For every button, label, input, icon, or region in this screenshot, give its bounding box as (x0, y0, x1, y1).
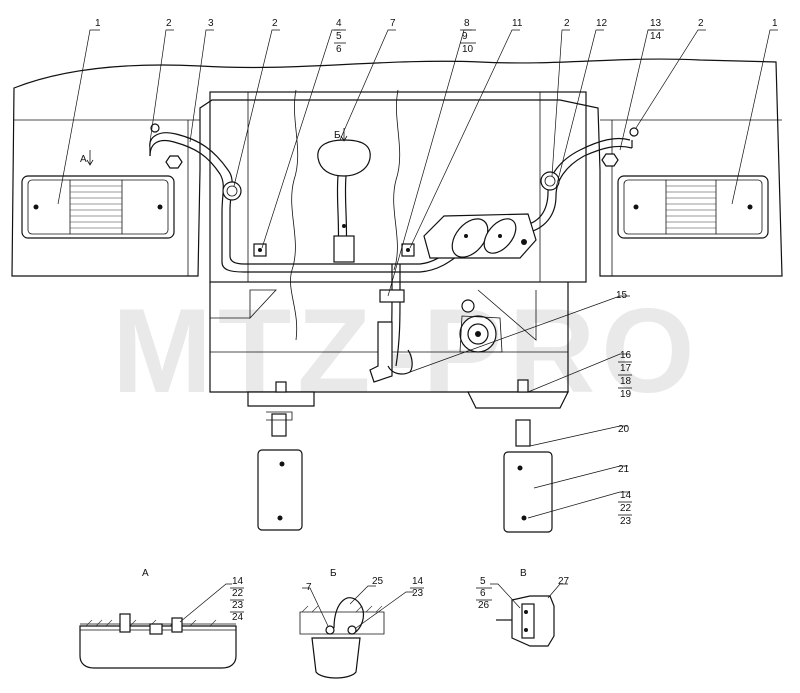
callout-15: 15 (616, 290, 628, 301)
right-nut (601, 153, 619, 167)
callout-numbers: 1 2 3 2 4 5 6 7 8 9 10 11 2 12 13 14 2 1… (95, 18, 778, 527)
detail-b: Б 7 25 14 23 (299, 568, 424, 679)
detail-a: А 14 22 23 24 (79, 568, 244, 669)
detail-b-23: 23 (412, 588, 424, 599)
view-mark-b: Б (334, 130, 341, 141)
detail-a-22: 22 (232, 588, 244, 599)
right-tail-lamp (617, 175, 769, 239)
callout-14-b: 14 (620, 490, 632, 501)
callout-16: 16 (620, 350, 632, 361)
detail-b-title: Б (330, 568, 337, 579)
callout-5: 5 (336, 31, 342, 42)
detail-b-25: 25 (372, 576, 384, 587)
callout-4: 4 (336, 18, 342, 29)
callout-1-left: 1 (95, 18, 101, 29)
callout-14: 14 (650, 31, 662, 42)
callout-6: 6 (336, 44, 342, 55)
detail-v-26: 26 (478, 600, 490, 611)
detail-a-title: А (142, 568, 149, 579)
callout-19: 19 (620, 389, 632, 400)
detail-b-7: 7 (306, 582, 312, 593)
callout-7: 7 (390, 18, 396, 29)
callout-13: 13 (650, 18, 662, 29)
detail-v-5: 5 (480, 576, 486, 587)
callout-10: 10 (462, 44, 474, 55)
detail-a-14: 14 (232, 576, 244, 587)
callout-2-d: 2 (698, 18, 704, 29)
callout-17: 17 (620, 363, 632, 374)
callout-2-a: 2 (166, 18, 172, 29)
callout-9: 9 (462, 31, 468, 42)
callout-12: 12 (596, 18, 608, 29)
harness-clips (253, 243, 415, 303)
trailer-socket (459, 299, 503, 353)
detail-v-6: 6 (480, 588, 486, 599)
left-nut (165, 155, 183, 169)
callout-1-right: 1 (772, 18, 778, 29)
detail-b-14: 14 (412, 576, 424, 587)
wire-bracket (369, 321, 393, 383)
callout-22: 22 (620, 503, 632, 514)
plate-light (317, 139, 371, 263)
callout-20: 20 (618, 424, 630, 435)
callout-21: 21 (618, 464, 630, 475)
left-reflector (247, 381, 315, 531)
callout-11: 11 (512, 18, 523, 29)
callout-leaders (57, 29, 778, 519)
rear-panel (11, 58, 783, 393)
detail-a-23: 23 (232, 600, 244, 611)
callout-8: 8 (464, 18, 470, 29)
callout-2-b: 2 (272, 18, 278, 29)
grommets (150, 123, 639, 201)
view-markers: А Б (80, 128, 348, 166)
callout-2-c: 2 (564, 18, 570, 29)
left-tail-lamp (21, 175, 175, 239)
callout-23: 23 (620, 516, 632, 527)
detail-a-24: 24 (232, 612, 244, 623)
watermark: MTZ-PRO (112, 284, 701, 418)
break-line-left (290, 89, 299, 341)
connector-block (423, 213, 537, 259)
view-mark-a: А (80, 154, 87, 165)
detail-v: В 5 6 26 27 (476, 568, 570, 647)
break-line-right (393, 89, 401, 271)
callout-3: 3 (208, 18, 214, 29)
right-reflector (467, 379, 569, 533)
callout-18: 18 (620, 376, 632, 387)
detail-v-27: 27 (558, 576, 570, 587)
detail-v-title: В (520, 568, 527, 579)
